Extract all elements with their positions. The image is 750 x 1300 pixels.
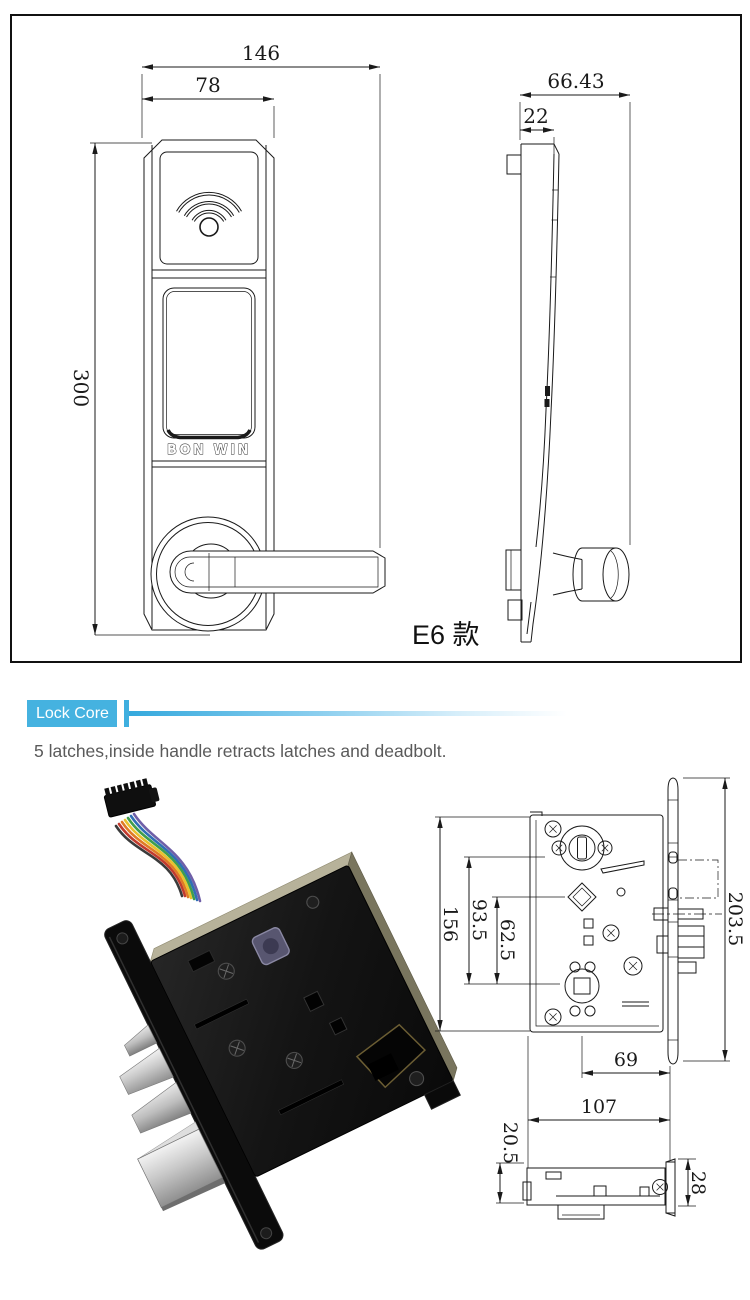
ribbon-cable [114, 812, 202, 903]
dim-156-label: 156 [439, 906, 461, 942]
dim-body-depth: 20.5 [496, 1122, 524, 1204]
lever-handle [169, 550, 386, 594]
dim-spindle-to-hub: 62.5 [464, 896, 565, 985]
latch-details [652, 859, 722, 974]
dim-panel-width: 78 [142, 73, 275, 138]
dim-body-height: 156 [435, 816, 530, 1032]
dim-69-label: 69 [614, 1049, 638, 1071]
latch-bolt [131, 1082, 192, 1134]
mortise-front-diagram: 156 93.5 62.5 203.5 [435, 777, 746, 1065]
dim-107-label: 107 [581, 1096, 617, 1118]
cable-connector [103, 778, 160, 818]
deadbolt [137, 1121, 226, 1212]
dim-cylinder-to-hub: 93.5 [464, 856, 545, 984]
dim-78-label: 78 [195, 73, 220, 97]
dim-thickness: 22 [520, 104, 555, 154]
latch-bolt [119, 1047, 174, 1095]
card-window [162, 287, 256, 439]
dim-300-label: 300 [69, 369, 93, 407]
mortise-photo [103, 778, 461, 1250]
mortise-bottom-diagram: 69 107 20.5 [496, 1036, 709, 1220]
dim-height: 300 [69, 142, 210, 636]
bottom-view-body [522, 1158, 676, 1220]
dim-body-width: 107 [528, 1096, 670, 1123]
handle-views-drawing: 146 78 300 [69, 41, 631, 650]
dim-146-label: 146 [242, 41, 280, 65]
mortise-body-photo [104, 851, 461, 1250]
cylinder-hole [551, 825, 613, 871]
side-profile [505, 143, 630, 643]
wifi-icon [176, 191, 242, 237]
faceplate-strip [667, 777, 679, 1065]
section-title: Lock Core [36, 705, 109, 722]
dim-203-5-label: 203.5 [724, 892, 746, 946]
dim-66-43-label: 66.43 [547, 69, 604, 93]
dim-28-label: 28 [687, 1171, 709, 1195]
dim-overall-width: 146 [141, 41, 381, 548]
latch-bolt [124, 1024, 158, 1057]
mortise-diagrams: 156 93.5 62.5 203.5 69 [435, 777, 746, 1220]
banner-accent-bar [124, 700, 129, 727]
dim-20-5-label: 20.5 [499, 1122, 521, 1164]
side-knob [552, 547, 630, 602]
section-title-banner: Lock Core [27, 700, 117, 727]
dim-22-label: 22 [523, 104, 548, 128]
spindle-hole [567, 882, 597, 912]
dim-faceplate-height: 203.5 [683, 777, 746, 1062]
banner-gradient-line [129, 711, 567, 716]
handle-hub [564, 968, 600, 1004]
dim-faceplate-width: 28 [678, 1158, 709, 1207]
feature-description: 5 latches,inside handle retracts latches… [34, 741, 447, 761]
side-view: 66.43 22 [505, 69, 631, 643]
dim-62-5-label: 62.5 [496, 919, 518, 961]
front-view: 146 78 300 [69, 41, 480, 650]
technical-drawing-panel: 146 78 300 [10, 14, 742, 663]
dim-93-5-label: 93.5 [468, 899, 490, 941]
brand-text: BON WIN [167, 443, 251, 458]
dim-backset: 69 [582, 1049, 670, 1076]
dim-depth: 66.43 [519, 69, 631, 545]
model-label: E6 款 [412, 620, 480, 650]
